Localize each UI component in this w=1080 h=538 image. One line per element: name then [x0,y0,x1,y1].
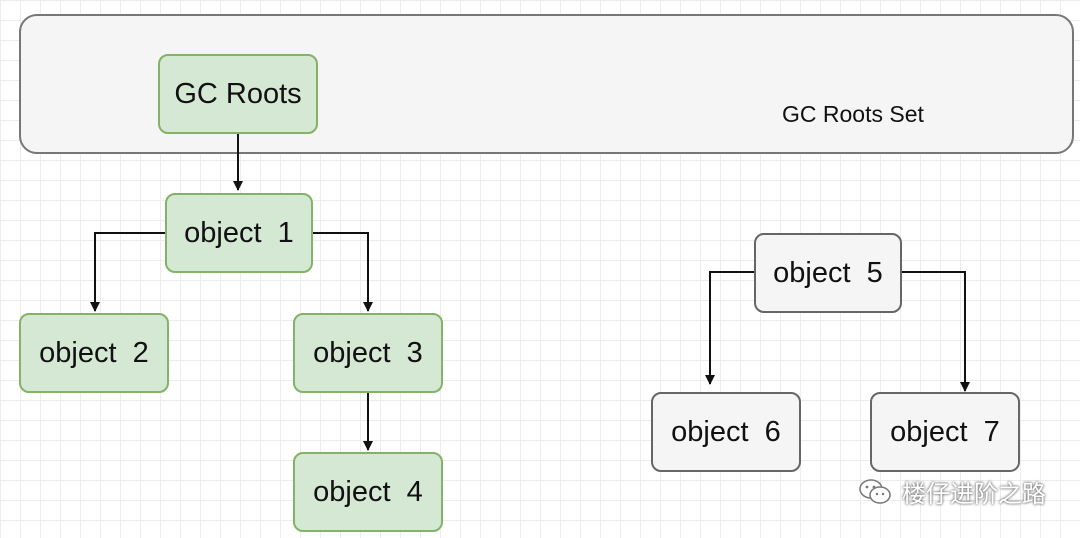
watermark-text: 楼仔进阶之路 [902,481,1046,508]
edge-object5-object7 [902,271,970,392]
object-3-node: object 3 [293,313,443,393]
object-2-node: object 2 [19,313,169,393]
gc-roots-node: GC Roots [158,54,318,134]
object-5-node: object 5 [754,233,902,313]
object-6-node: object 6 [651,392,801,472]
object-4-node: object 4 [293,452,443,532]
edge-object1-object3 [313,232,373,312]
wechat-icon [858,478,892,506]
object-1-node: object 1 [165,193,313,273]
edge-object1-object2 [90,232,165,312]
edge-object5-object6 [705,271,754,385]
gc-roots-set-label: GC Roots Set [782,101,924,127]
watermark: 楼仔进阶之路 [858,474,1046,509]
object-7-node: object 7 [870,392,1020,472]
